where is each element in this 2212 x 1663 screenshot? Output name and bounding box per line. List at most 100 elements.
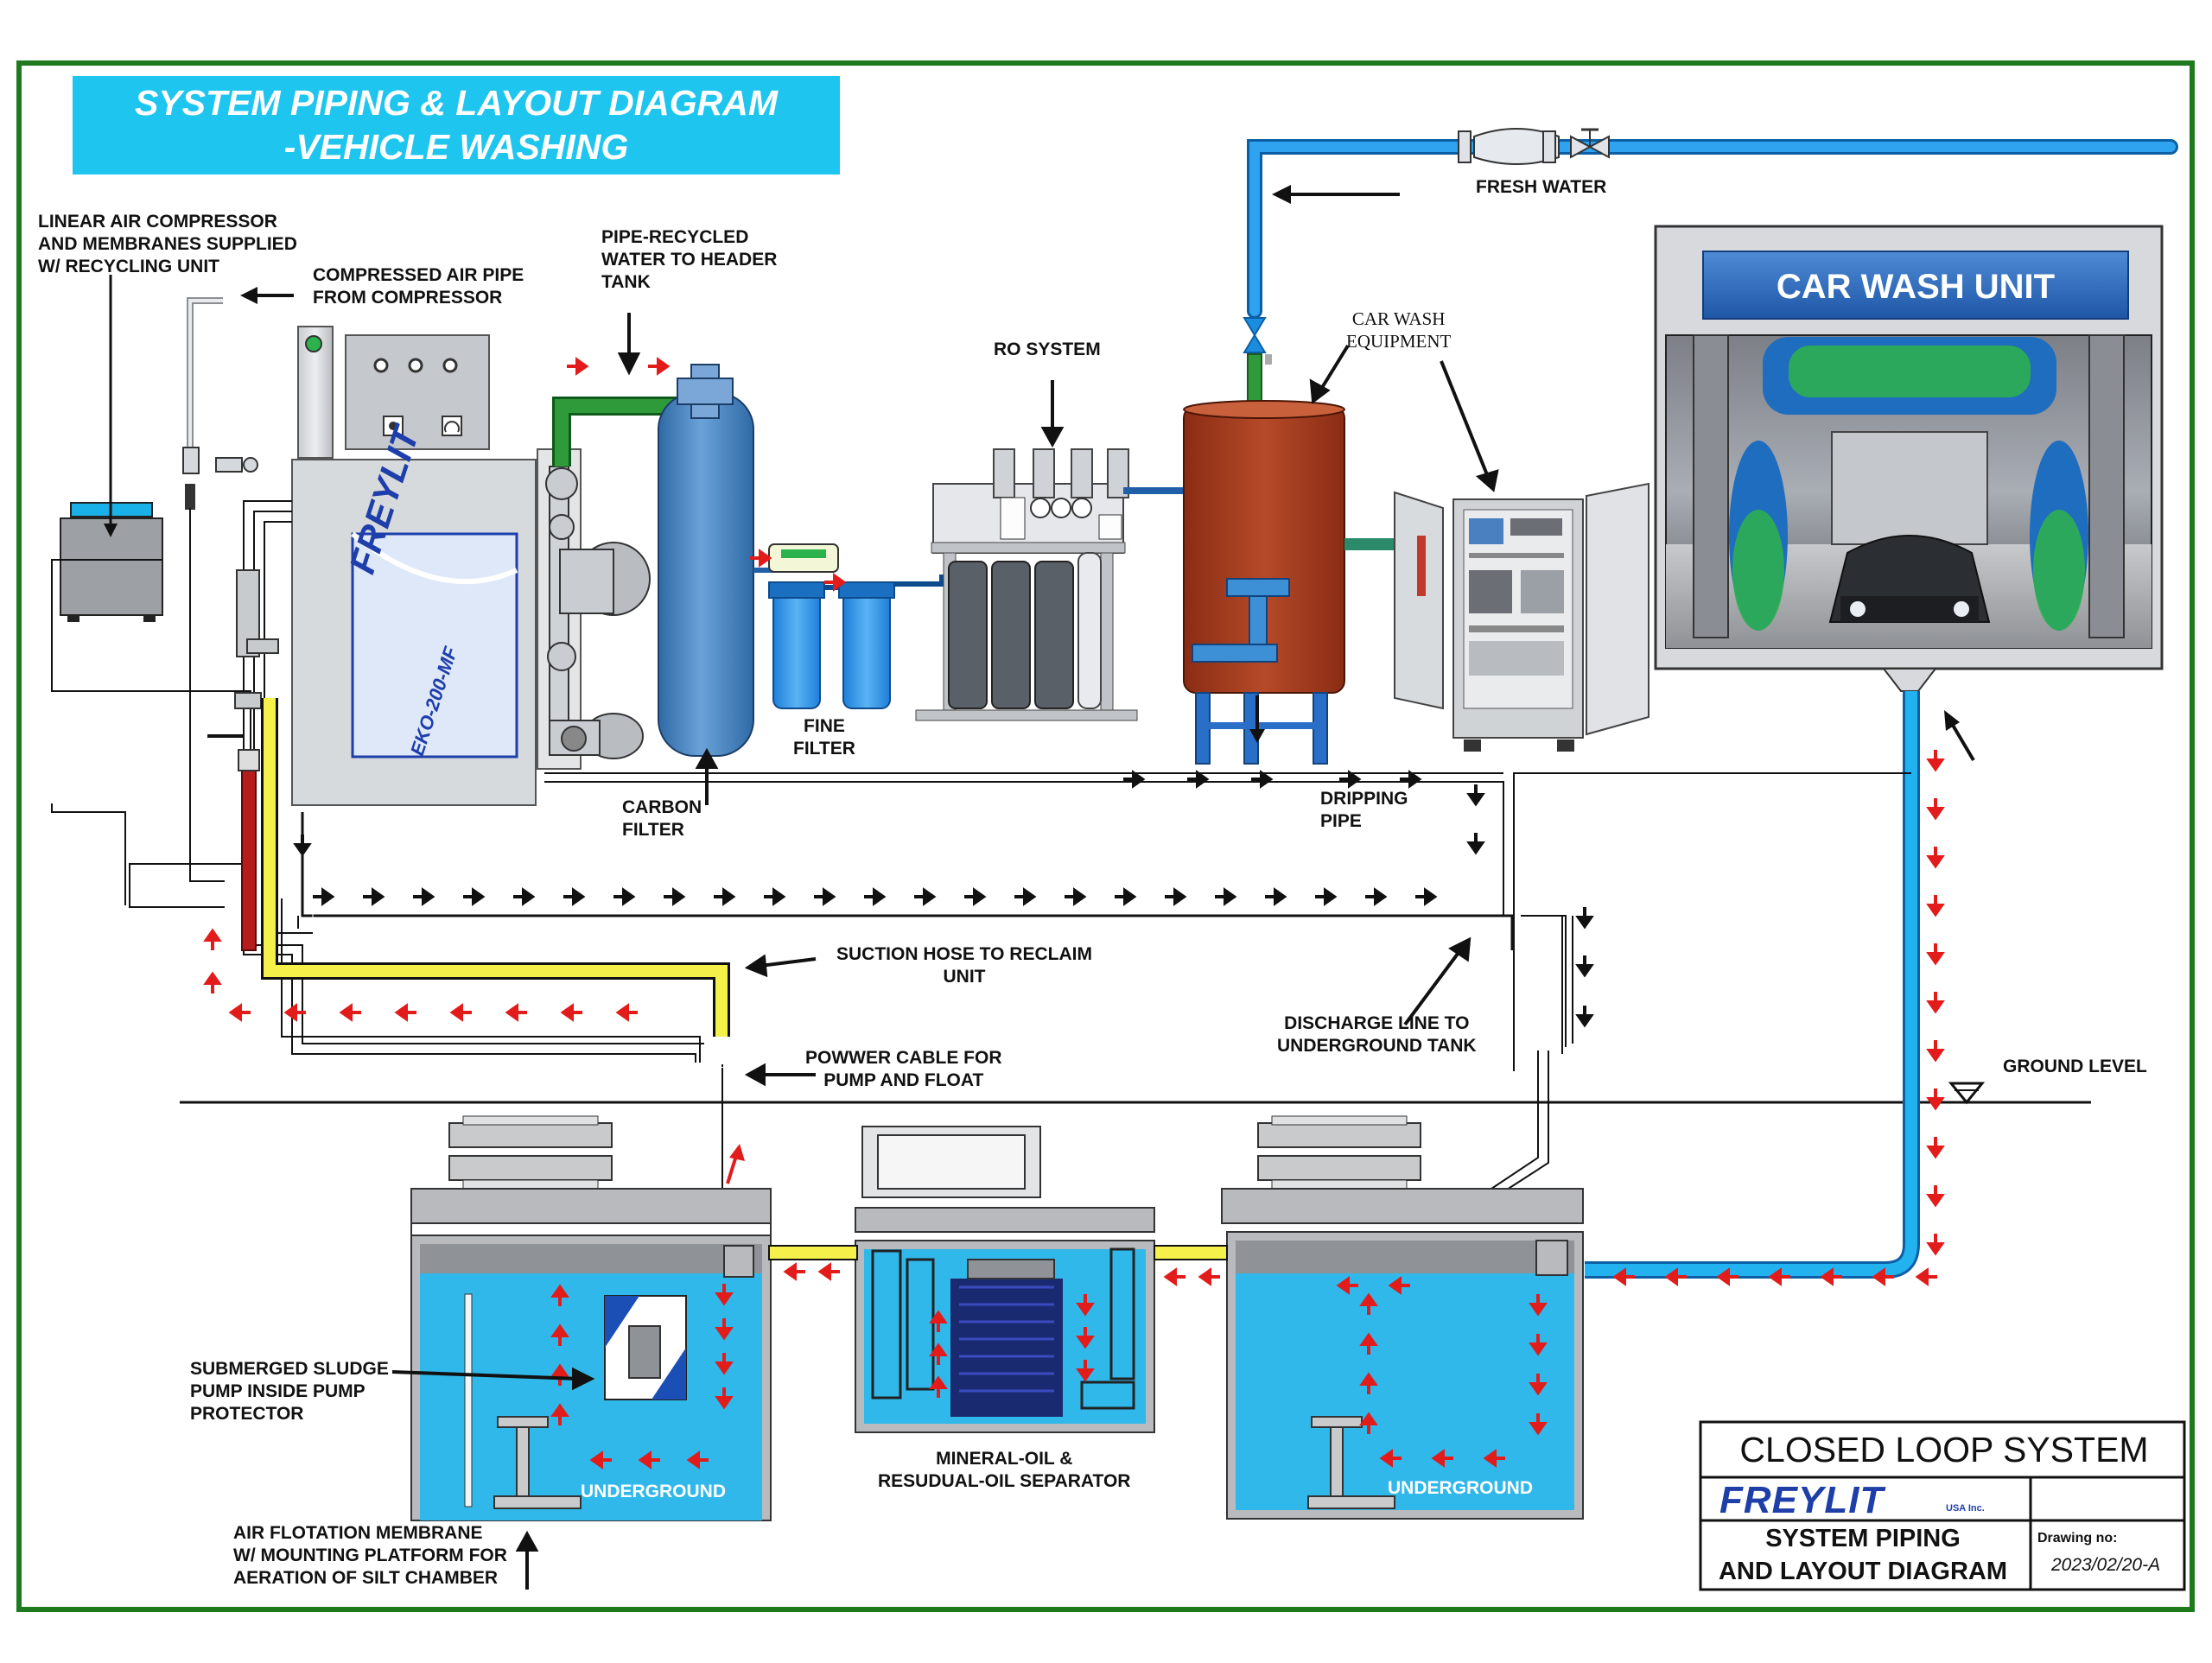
red-flow-arrow-icon [1359, 1412, 1378, 1434]
black-flow-arrow-icon [363, 887, 385, 906]
black-flow-arrow-icon [1187, 770, 1210, 789]
red-flow-arrow-icon [817, 1262, 840, 1281]
red-flow-arrow-icon [228, 1003, 251, 1022]
header-tank [1183, 400, 1345, 765]
red-flow-arrow-icon [1336, 1276, 1358, 1295]
red-flow-arrow-icon [1483, 1449, 1505, 1468]
transfer-pipe-right [1154, 1245, 1228, 1260]
air-flotation-label: AIR FLOTATION MEMBRANE W/ MOUNTING PLATF… [233, 1523, 507, 1588]
black-flow-arrow-icon [1265, 887, 1287, 906]
black-flow-arrow-icon [1575, 1006, 1594, 1028]
red-flow-arrow-icon [550, 1284, 569, 1306]
red-flow-arrow-icon [1529, 1294, 1548, 1317]
title-block-heading: CLOSED LOOP SYSTEM [1739, 1430, 2149, 1469]
red-flow-arrow-icon [824, 573, 847, 592]
ro-system-label: RO SYSTEM [994, 340, 1101, 359]
red-flow-arrow-icon [550, 1323, 569, 1346]
black-flow-arrow-icon [1575, 955, 1594, 978]
red-flow-arrow-icon [1768, 1267, 1790, 1286]
collection-tank [1221, 1115, 1584, 1520]
red-flow-arrow-icon [929, 1375, 948, 1398]
red-flow-arrow-icon [203, 971, 222, 993]
red-flow-arrow-icon [1915, 1267, 1937, 1286]
red-flow-arrow-icon [715, 1284, 734, 1306]
black-flow-arrow-icon [664, 887, 686, 906]
label-pointers [391, 313, 1499, 1590]
red-flow-arrow-icon [715, 1353, 734, 1375]
red-flow-arrow-icon [715, 1318, 734, 1341]
transfer-pipe-left [768, 1245, 858, 1260]
title-block-frame [1699, 1420, 2186, 1591]
pump-discharge-arrow [726, 1144, 745, 1184]
black-flow-arrow-icon [1400, 770, 1422, 789]
red-flow-arrow-icon [449, 1003, 472, 1022]
red-flow-arrow-icon [1926, 895, 1945, 917]
black-flow-arrow-icon [714, 887, 736, 906]
oil-separator [855, 1126, 1155, 1433]
black-flow-arrow-icon [864, 887, 887, 906]
black-flow-arrow-icon [1251, 770, 1274, 789]
drawing-number-label: Drawing no: [2037, 1531, 2118, 1546]
red-flow-arrow-icon [505, 1003, 527, 1022]
recycled-flow-arrows [203, 357, 1945, 1469]
red-flow-arrow-icon [1388, 1276, 1410, 1295]
black-flow-arrow-icon [764, 887, 786, 906]
black-flow-arrow-icon [1014, 887, 1037, 906]
header-inlet-valve [1243, 317, 1272, 407]
red-flow-arrow-icon [1872, 1267, 1894, 1286]
black-flow-arrow-icon [1065, 887, 1087, 906]
black-flow-arrow-icon [1466, 833, 1485, 855]
red-flow-arrow-icon [1926, 798, 1945, 821]
black-flow-arrow-icon [1365, 887, 1388, 906]
fine-filter-housings [768, 574, 944, 709]
compressed-air-pipe [187, 297, 223, 449]
dripping-pipe-label: DRIPPING PIPE [1320, 789, 1408, 831]
carbon-filter-tank [658, 364, 754, 757]
title-line-2: -VEHICLE WASHING [283, 127, 629, 167]
car-wash-drain [1585, 691, 1920, 1279]
red-flow-arrow-icon [1820, 1267, 1842, 1286]
sludge-pump-label: SUBMERGED SLUDGE PUMP INSIDE PUMP PROTEC… [190, 1359, 389, 1424]
red-flow-arrow-icon [1359, 1332, 1378, 1355]
red-flow-arrow-icon [1926, 750, 1945, 772]
fresh-water-valve [1570, 128, 1610, 159]
black-flow-arrow-icon [1575, 907, 1594, 930]
red-flow-arrow-icon [589, 1450, 612, 1469]
red-flow-arrow-icon [1379, 1449, 1402, 1468]
red-flow-arrow-icon [1926, 992, 1945, 1014]
ro-system [915, 448, 1138, 721]
red-flow-arrow-icon [1359, 1372, 1378, 1394]
drain-pointer-arrow [1944, 710, 1975, 762]
fine-filter-head [768, 543, 839, 573]
red-flow-arrow-icon [1359, 1292, 1378, 1315]
black-flow-arrow-icon [1115, 887, 1137, 906]
fresh-water-line [1247, 139, 2178, 319]
black-flow-arrow-icon [1123, 770, 1146, 789]
red-flow-arrow-icon [1529, 1334, 1548, 1356]
red-flow-arrow-icon [1612, 1267, 1635, 1286]
red-flow-arrow-icon [1664, 1267, 1687, 1286]
red-flow-arrow-icon [1926, 1089, 1945, 1111]
red-flow-arrow-icon [567, 357, 589, 376]
sludge-return-pipe [241, 759, 257, 951]
red-flow-arrow-icon [1926, 1185, 1945, 1208]
underground-left-label: UNDERGROUND [581, 1482, 726, 1501]
black-flow-arrow-icon [563, 887, 586, 906]
pump-assembly [537, 448, 651, 770]
red-flow-arrow-icon [1076, 1294, 1095, 1317]
red-flow-arrow-icon [1926, 1137, 1945, 1159]
ground-level-marker-icon [1948, 1082, 1986, 1105]
red-flow-arrow-icon [1076, 1360, 1095, 1382]
red-flow-arrow-icon [929, 1310, 948, 1332]
silt-chamber-tank [410, 1115, 772, 1521]
car-wash-unit-title: CAR WASH UNIT [1702, 251, 2129, 320]
black-flow-arrow-icon [1466, 784, 1485, 807]
compressed-air-label: COMPRESSED AIR PIPE FROM COMPRESSOR [313, 265, 524, 308]
red-flow-arrow-icon [1431, 1449, 1453, 1468]
diagram-title: SYSTEM PIPING & LAYOUT DIAGRAM -VEHICLE … [73, 76, 840, 175]
power-cable-label: POWWER CABLE FOR PUMP AND FLOAT [805, 1048, 1002, 1090]
compressed-air-arrow [240, 287, 294, 304]
title-line-1: SYSTEM PIPING & LAYOUT DIAGRAM [134, 83, 779, 123]
title-block-logo-suffix: USA Inc. [1946, 1503, 1985, 1514]
air-compressor-label: LINEAR AIR COMPRESSOR AND MEMBRANES SUPP… [38, 212, 297, 276]
